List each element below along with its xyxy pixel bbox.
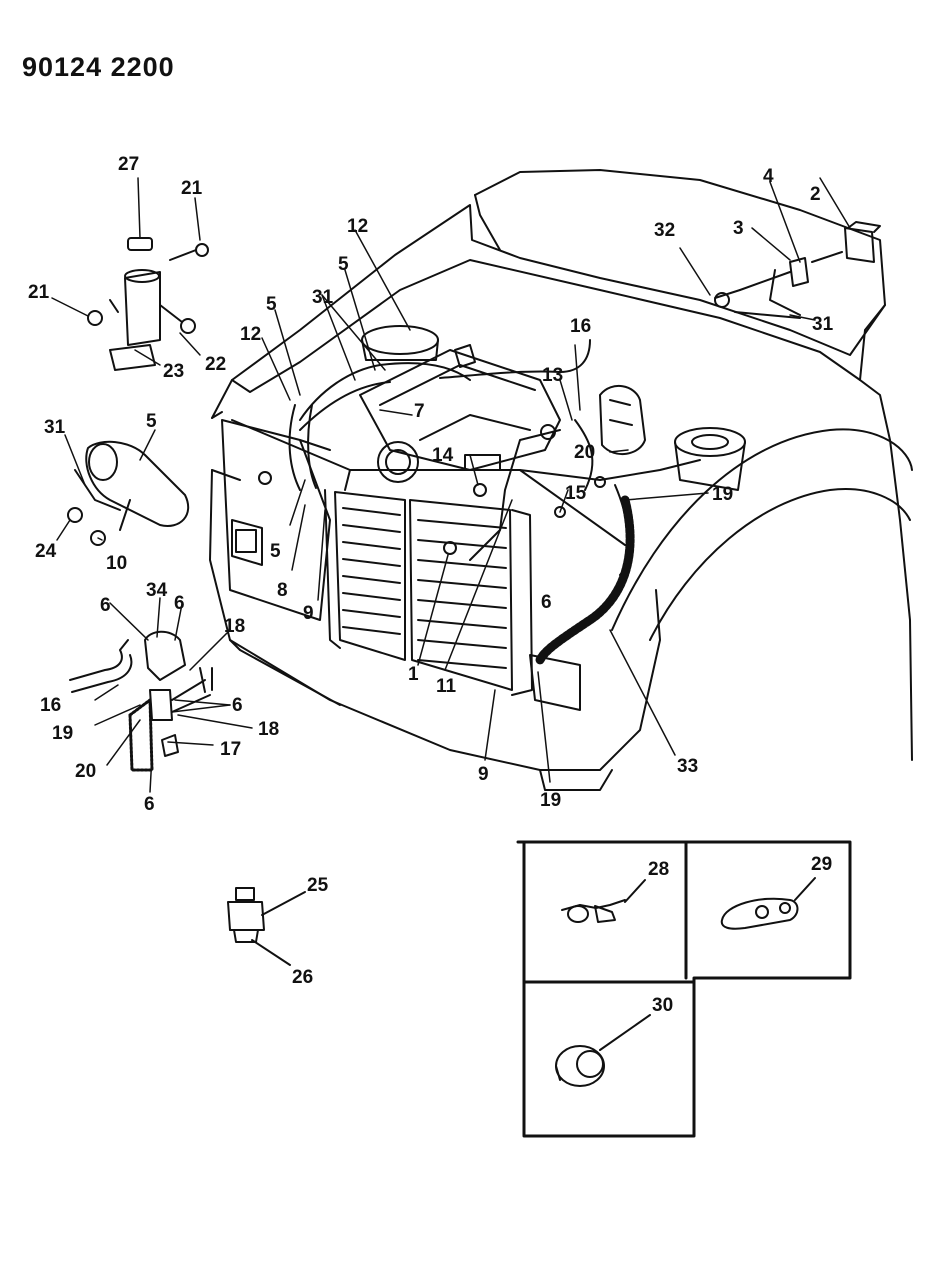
callout-5: 5 (338, 254, 349, 275)
callout-6: 6 (174, 593, 185, 614)
callout-12: 12 (240, 324, 261, 345)
callout-21: 21 (181, 178, 203, 199)
condenser-radiator (324, 489, 533, 696)
callout-21: 21 (28, 282, 50, 303)
callout-29: 29 (811, 854, 832, 875)
inset-30-grommet (555, 1014, 651, 1087)
callout-11: 11 (436, 676, 457, 697)
callout-33: 33 (677, 756, 698, 777)
callout-9: 9 (478, 764, 489, 785)
callout-25: 25 (307, 875, 329, 896)
callout-32: 32 (654, 220, 675, 241)
callout-16: 16 (40, 695, 61, 716)
callout-19: 19 (52, 723, 73, 744)
hose-fitting-inset (69, 630, 213, 772)
callout-3: 3 (733, 218, 744, 239)
callout-18: 18 (224, 616, 245, 637)
callout-19: 19 (712, 484, 733, 505)
callout-5: 5 (270, 541, 281, 562)
callout-19: 19 (540, 790, 561, 811)
callout-5: 5 (146, 411, 157, 432)
callout-5: 5 (266, 294, 277, 315)
callout-6: 6 (100, 595, 111, 616)
document-id: 90124 2200 (22, 52, 175, 82)
callout-16: 16 (570, 316, 591, 337)
callout-6: 6 (144, 794, 155, 815)
callout-13: 13 (542, 365, 563, 386)
callout-15: 15 (565, 483, 587, 504)
callout-10: 10 (106, 553, 127, 574)
callout-18: 18 (258, 719, 279, 740)
callout-24: 24 (35, 541, 57, 562)
compressor-inset (67, 440, 190, 546)
callout-22: 22 (205, 354, 226, 375)
leader-lines (51, 177, 851, 793)
callout-8: 8 (277, 580, 288, 601)
callout-labels: 27 21 21 22 23 31 5 24 10 2 4 3 32 31 12… (28, 154, 834, 1016)
callout-28: 28 (648, 859, 669, 880)
callout-34: 34 (146, 580, 168, 601)
engine-assembly (258, 325, 746, 665)
callout-27: 27 (118, 154, 139, 175)
callout-12: 12 (347, 216, 368, 237)
callout-31: 31 (312, 287, 334, 308)
callout-23: 23 (163, 361, 184, 382)
callout-26: 26 (292, 967, 313, 988)
inset-29-gasket (720, 877, 816, 930)
vehicle-body-outline (209, 169, 913, 791)
callout-1: 1 (408, 664, 419, 685)
callout-4: 4 (763, 166, 774, 187)
expansion-valve-assembly (714, 221, 881, 319)
receiver-drier-assembly (87, 237, 209, 371)
inset-panels (516, 840, 852, 1138)
callout-31: 31 (812, 314, 834, 335)
callout-7: 7 (414, 401, 425, 422)
callout-14: 14 (432, 445, 454, 466)
callout-2: 2 (810, 184, 821, 205)
pressure-switch (227, 887, 306, 966)
callout-9: 9 (303, 603, 314, 624)
callout-31: 31 (44, 417, 66, 438)
callout-20: 20 (75, 761, 96, 782)
callout-17: 17 (220, 739, 241, 760)
callout-20: 20 (574, 442, 595, 463)
callout-6: 6 (541, 592, 552, 613)
inset-28-sensor (561, 879, 646, 923)
callout-30: 30 (652, 995, 673, 1016)
callout-6: 6 (232, 695, 243, 716)
